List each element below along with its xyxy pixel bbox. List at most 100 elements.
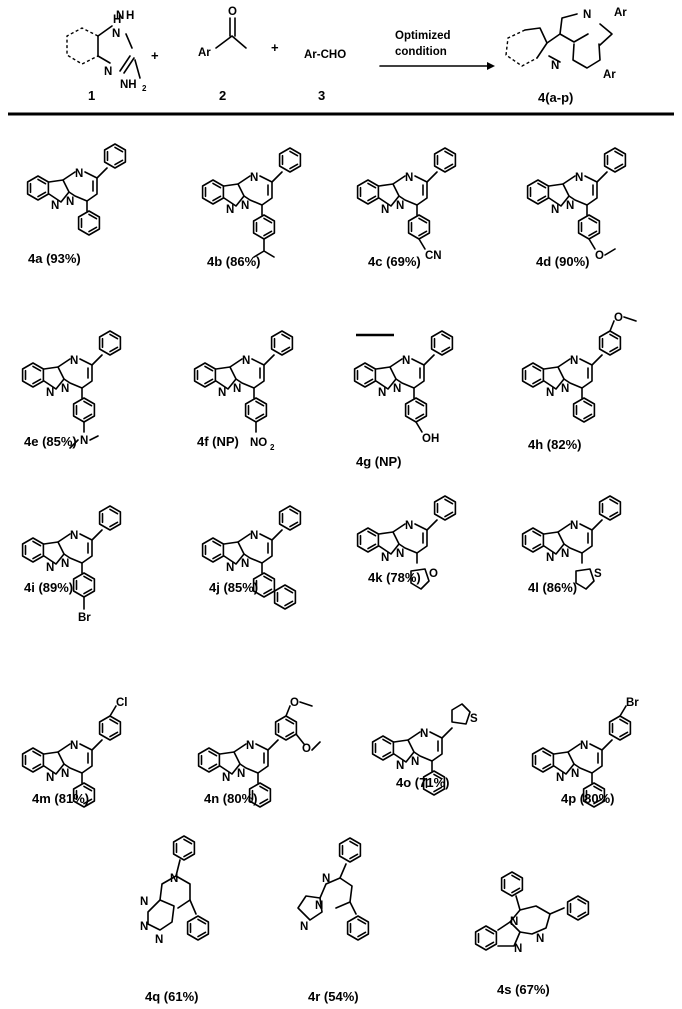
compound-label: 4g (NP) (356, 454, 402, 469)
compound-label: 4f (NP) (197, 434, 239, 449)
compound-label: 4e (85%) (24, 434, 77, 449)
atom-label: N (46, 562, 54, 574)
atom-h-top: H (126, 10, 134, 22)
atom-n: N (112, 28, 120, 40)
atom-label: Br (78, 612, 91, 624)
atom-h: H (113, 14, 121, 26)
plus-sign: + (151, 48, 159, 63)
atom-label: Br (626, 697, 639, 709)
atom-label: N (300, 921, 308, 933)
compound-label: 4p (80%) (561, 791, 614, 806)
reaction-arrow: Optimized condition (379, 30, 495, 70)
atom-label: N (241, 558, 249, 570)
atom-label: Cl (116, 697, 128, 709)
compound-label: 4h (82%) (528, 437, 581, 452)
reactant-3-formula: Ar-CHO (304, 49, 346, 61)
atom-label: N (402, 355, 410, 367)
atom-label: N (570, 355, 578, 367)
compound-label: 4q (61%) (145, 989, 198, 1004)
compound-label: 4m (81%) (32, 791, 89, 806)
atom-label: N (241, 200, 249, 212)
atom-label: N (405, 172, 413, 184)
atom-label: CN (425, 250, 442, 262)
atom-label: N (140, 896, 148, 908)
reactant-2: O Ar 2 (198, 6, 247, 103)
compound-label: 4k (78%) (368, 570, 421, 585)
plus-sign: + (271, 40, 279, 55)
atom-label: N (218, 387, 226, 399)
product-general: N N Ar Ar 4(a-p) (505, 7, 627, 105)
atom-label: N (61, 768, 69, 780)
atom-label: N (411, 756, 419, 768)
atom-label: N (70, 740, 78, 752)
arrow-text-top: Optimized (395, 30, 451, 42)
atom-label: O (302, 743, 311, 755)
atom-label: N (315, 900, 323, 912)
atom-label: N (405, 520, 413, 532)
compound-label: 4n (80%) (204, 791, 257, 806)
atom-label: N (222, 772, 230, 784)
atom-label: N (246, 740, 254, 752)
atom-label: N (381, 204, 389, 216)
atom-label: 2 (270, 443, 275, 452)
atom-label: N (233, 383, 241, 395)
atom-label: S (470, 713, 478, 725)
atom-label: O (429, 568, 438, 580)
atom-label: N (61, 558, 69, 570)
atom-n: N (583, 9, 591, 21)
compound-label: 4i (89%) (24, 580, 73, 595)
compound-label: 4d (90%) (536, 254, 589, 269)
atom-o: O (228, 6, 237, 18)
compound-labels: 4a (93%) 4b (86%) 4c (69%) 4d (90%) 4e (… (24, 251, 614, 1004)
compound-label: 4j (85%) (209, 580, 258, 595)
atom-label: N (551, 204, 559, 216)
atom-label: N (250, 530, 258, 542)
atom-label: N (396, 760, 404, 772)
amine: NH (120, 79, 137, 91)
atom-label: N (536, 933, 544, 945)
reactant-3: Ar-CHO 3 (304, 49, 346, 103)
compound-4r: NNN (297, 837, 370, 941)
atom-label: N (561, 383, 569, 395)
atom-ar: Ar (198, 47, 211, 59)
atom-label: N (46, 387, 54, 399)
atom-label: N (322, 873, 330, 885)
atom-label: O (614, 312, 623, 324)
atom-label: N (80, 435, 88, 447)
compound-label: 4l (86%) (528, 580, 577, 595)
arrow-text-bottom: condition (395, 46, 447, 58)
atom-label: N (561, 548, 569, 560)
atom-label: N (66, 196, 74, 208)
label-3: 3 (318, 88, 325, 103)
atom-label: N (242, 355, 250, 367)
compound-label: 4b (86%) (207, 254, 260, 269)
atom-label: N (250, 172, 258, 184)
atom-label: N (237, 768, 245, 780)
atom-label: N (575, 172, 583, 184)
label-2: 2 (219, 88, 226, 103)
atom-label: N (570, 520, 578, 532)
label-4a-p: 4(a-p) (538, 90, 573, 105)
atom-label: N (70, 530, 78, 542)
atom-nh: N (116, 10, 124, 22)
compound-label: 4r (54%) (308, 989, 359, 1004)
atom-label: OH (422, 433, 439, 445)
amine-subscript: 2 (142, 84, 147, 93)
atom-label: N (396, 548, 404, 560)
atom-label: N (510, 916, 518, 928)
atom-label: N (546, 387, 554, 399)
label-1: 1 (88, 88, 95, 103)
